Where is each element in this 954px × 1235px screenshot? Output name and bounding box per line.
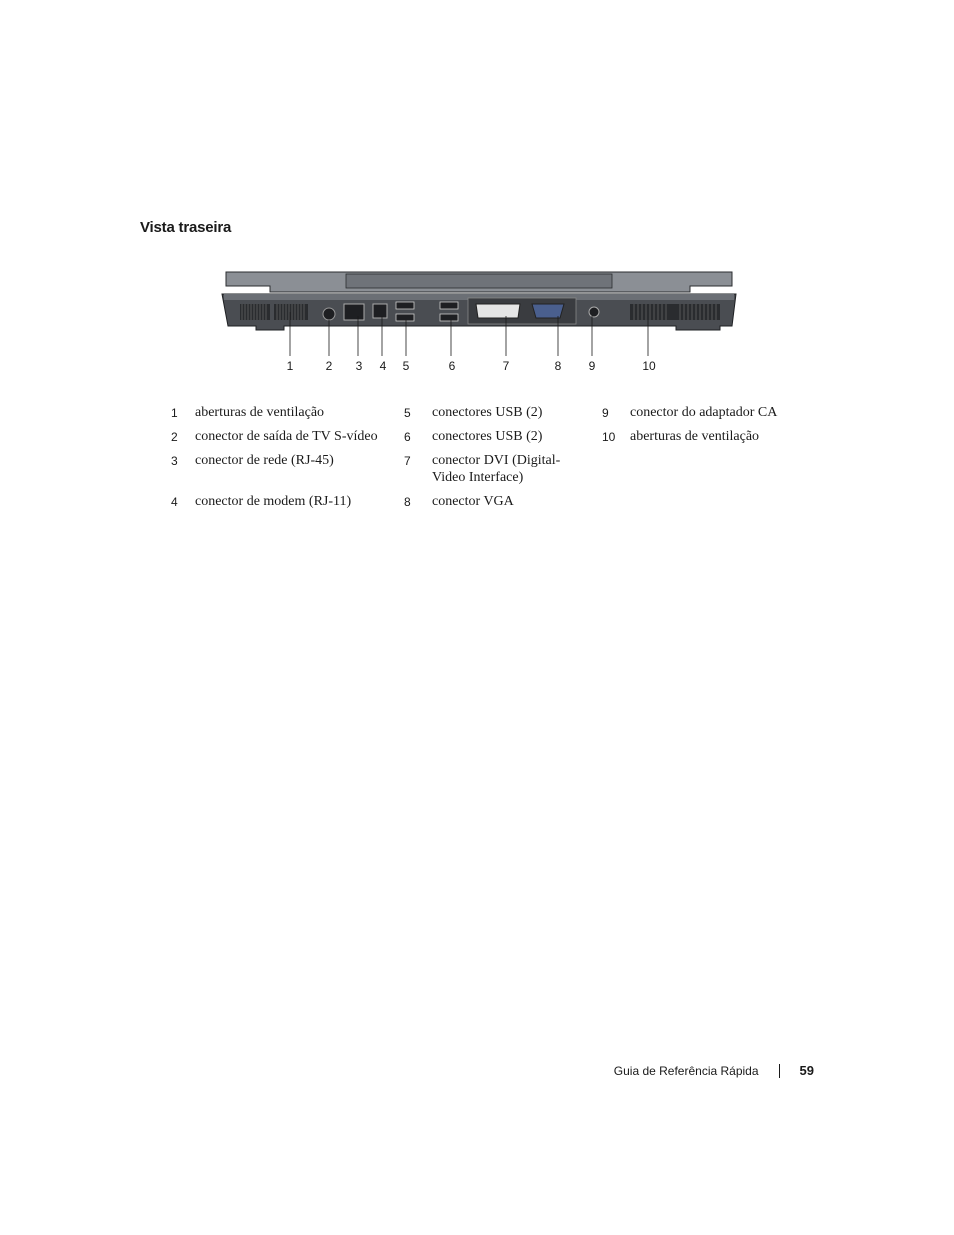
footer-separator xyxy=(778,1063,780,1078)
callout-1: 1 xyxy=(287,359,294,373)
callout-9: 9 xyxy=(589,359,596,373)
callout-6: 6 xyxy=(449,359,456,373)
usb-ports-right xyxy=(439,301,459,322)
legend-item: 5 conectores USB (2) xyxy=(404,404,602,421)
usb-ports-left xyxy=(395,301,415,322)
legend-description: conectores USB (2) xyxy=(432,429,543,444)
legend-number: 7 xyxy=(404,454,411,468)
footer-doc-title: Guia de Referência Rápida xyxy=(613,1063,759,1078)
legend-row: 2 conector de saída de TV S-vídeo 6 cone… xyxy=(168,428,808,445)
legend-description: conectores USB (2) xyxy=(432,405,543,420)
legend-item: 6 conectores USB (2) xyxy=(404,428,602,445)
legend-description: conector DVI (Digital-Video Interface) xyxy=(432,453,561,485)
legend-description: conector do adaptador CA xyxy=(630,405,778,420)
rj45-port xyxy=(343,303,365,321)
legend-description: conector de rede (RJ-45) xyxy=(195,453,334,468)
legend-number: 10 xyxy=(602,430,616,444)
legend-item: 7 conector DVI (Digital-Video Interface) xyxy=(404,452,602,486)
battery-bar xyxy=(345,273,613,289)
legend-number: 8 xyxy=(404,495,411,509)
section-title: Vista traseira xyxy=(140,219,232,236)
legend-number: 9 xyxy=(602,406,609,420)
laptop-rear-view-illustration: 1 2 3 4 5 6 7 8 9 10 xyxy=(221,271,737,373)
legend-row: 1 aberturas de ventilação 5 conectores U… xyxy=(168,404,808,421)
legend-item: 2 conector de saída de TV S-vídeo xyxy=(168,428,404,445)
page-footer: Guia de Referência Rápida 59 xyxy=(614,1063,814,1078)
callout-2: 2 xyxy=(326,359,333,373)
legend-item xyxy=(602,452,802,454)
callout-5: 5 xyxy=(403,359,410,373)
dvi-port xyxy=(475,303,521,319)
callout-3: 3 xyxy=(356,359,363,373)
legend-item: 8 conector VGA xyxy=(404,493,602,510)
legend-description: conector de modem (RJ-11) xyxy=(195,494,352,509)
legend-item: 9 conector do adaptador CA xyxy=(602,404,802,421)
callout-7: 7 xyxy=(503,359,510,373)
vents-right xyxy=(630,304,720,320)
legend-description: aberturas de ventilação xyxy=(195,405,325,420)
callout-4: 4 xyxy=(380,359,387,373)
page-number: 59 xyxy=(799,1063,814,1078)
legend-number: 4 xyxy=(171,495,178,509)
legend-table: 1 aberturas de ventilação 5 conectores U… xyxy=(168,404,808,517)
legend-number: 2 xyxy=(171,430,178,444)
rj11-port xyxy=(372,303,388,319)
callout-8: 8 xyxy=(555,359,562,373)
legend-number: 3 xyxy=(171,454,178,468)
legend-number: 6 xyxy=(404,430,411,444)
legend-item: 10 aberturas de ventilação xyxy=(602,428,802,445)
legend-number: 5 xyxy=(404,406,411,420)
legend-item: 3 conector de rede (RJ-45) xyxy=(168,452,404,469)
legend-item: 4 conector de modem (RJ-11) xyxy=(168,493,404,510)
legend-item xyxy=(602,493,802,495)
legend-description: conector VGA xyxy=(432,494,514,509)
callout-10: 10 xyxy=(642,359,656,373)
legend-description: aberturas de ventilação xyxy=(630,429,760,444)
vents-left xyxy=(240,304,308,320)
legend-row: 3 conector de rede (RJ-45) 7 conector DV… xyxy=(168,452,808,486)
legend-item: 1 aberturas de ventilação xyxy=(168,404,404,421)
callout-lines xyxy=(289,312,649,356)
ac-adapter-port xyxy=(588,306,600,318)
legend-number xyxy=(602,452,630,454)
legend-row: 4 conector de modem (RJ-11) 8 conector V… xyxy=(168,493,808,510)
legend-number: 1 xyxy=(171,406,178,420)
s-video-port xyxy=(322,307,336,321)
legend-number xyxy=(602,493,630,495)
vga-port xyxy=(531,303,565,319)
legend-description: conector de saída de TV S-vídeo xyxy=(195,429,378,444)
